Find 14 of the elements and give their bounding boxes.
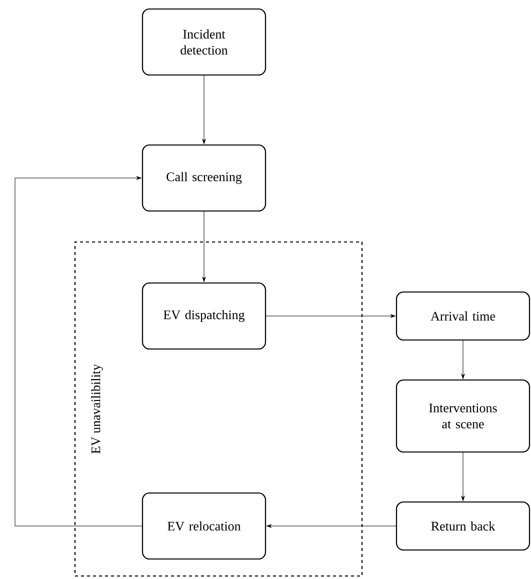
- arrow: [14, 176, 142, 526]
- process-box: Interventions at scene: [396, 379, 530, 453]
- process-box: Call screening: [142, 144, 266, 212]
- process-box: Incident detection: [142, 8, 266, 76]
- arrow: [461, 452, 465, 501]
- arrow: [461, 340, 465, 379]
- process-box: Arrival time: [396, 291, 530, 341]
- arrow: [266, 524, 396, 528]
- process-box: EV relocation: [142, 492, 266, 560]
- arrow: [266, 314, 396, 318]
- arrow: [202, 75, 206, 144]
- arrow: [202, 211, 206, 282]
- process-box: Return back: [396, 501, 530, 551]
- process-box: EV dispatching: [142, 282, 266, 350]
